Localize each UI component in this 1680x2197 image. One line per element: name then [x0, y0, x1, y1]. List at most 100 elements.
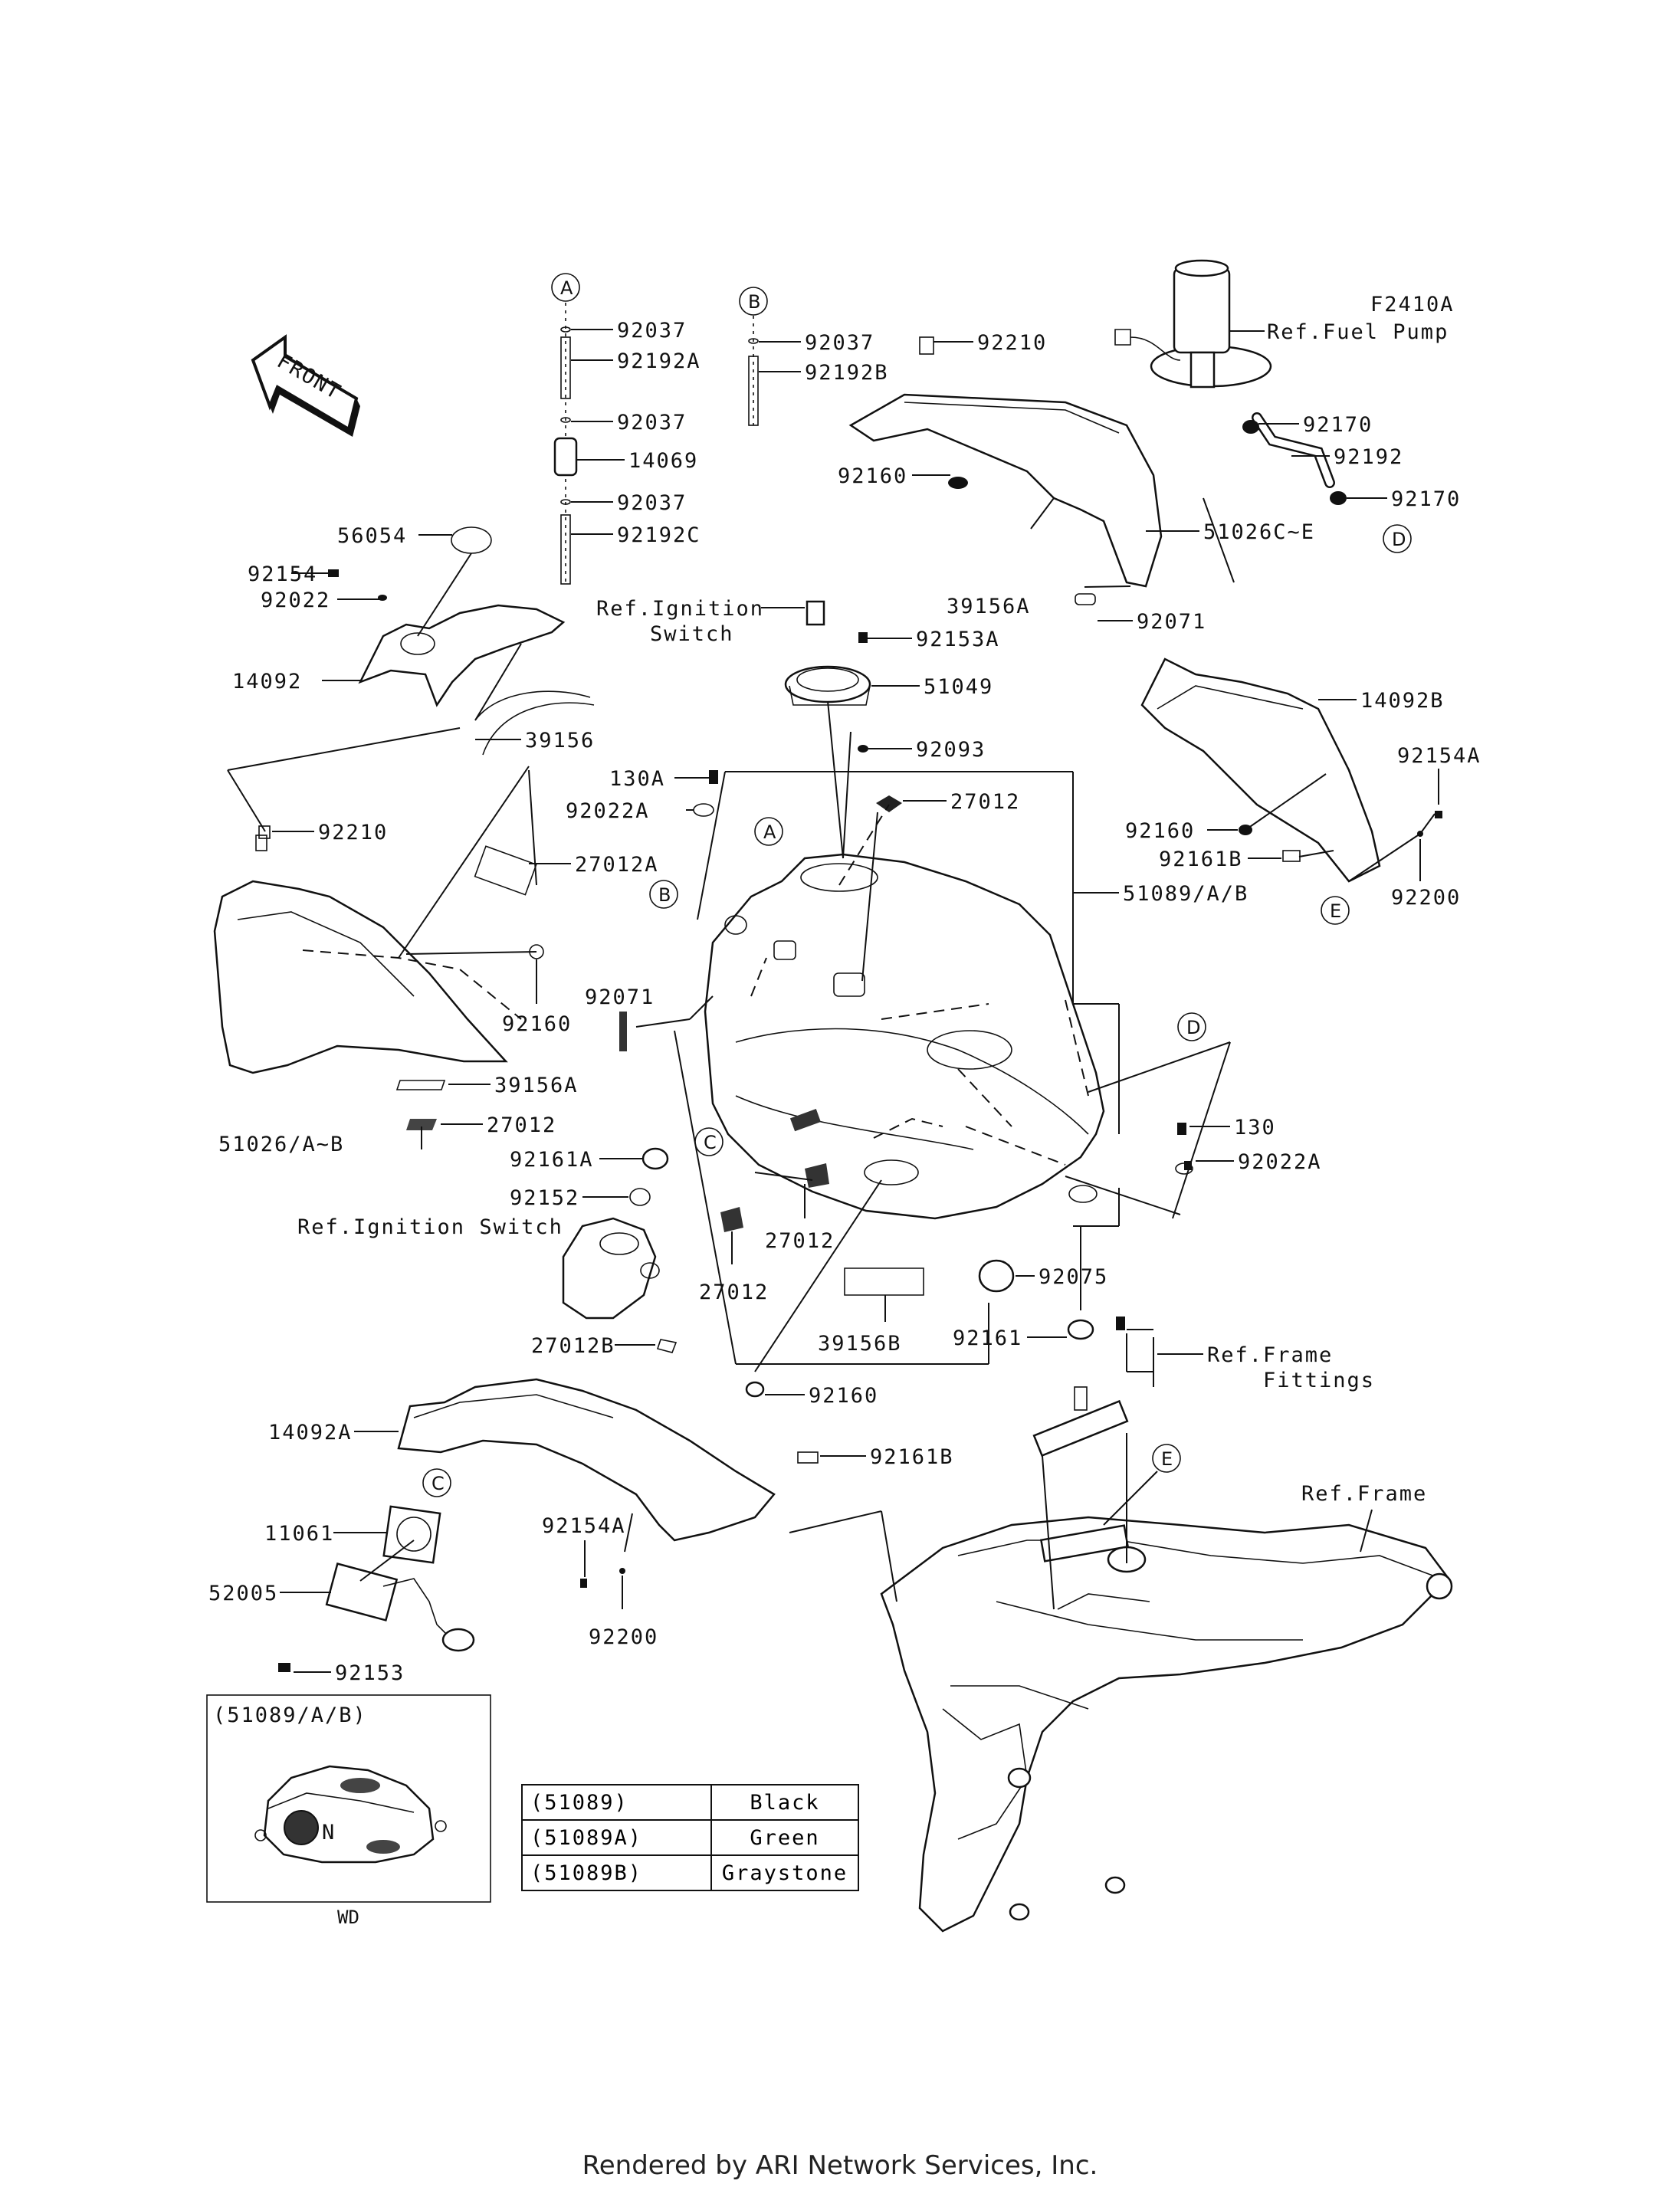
front-arrow-icon: FRONT [251, 334, 360, 437]
label-92160: 92160 [502, 1012, 572, 1036]
ref-ignition-switch-top-line1: Ref.Ignition [596, 597, 764, 621]
table-row: (51089B) Graystone [521, 1854, 859, 1891]
label-92210: 92210 [318, 821, 388, 844]
left-side-cover-51026ab [213, 835, 508, 1130]
ref-fuel-pump-code: F2410A [1370, 293, 1455, 316]
label-92075: 92075 [1039, 1265, 1108, 1289]
marker-b-tank: B [658, 884, 671, 906]
lower-side-cover-14092a [397, 1339, 819, 1588]
label-92152: 92152 [510, 1186, 579, 1210]
label-92154a: 92154A [542, 1514, 626, 1538]
fuel-cap-51049 [784, 600, 871, 753]
label-92071: 92071 [1137, 610, 1206, 634]
marker-e-cover: E [1330, 900, 1341, 922]
marker-a-top: A [560, 277, 573, 299]
hose-assembly-b: B [739, 287, 768, 426]
hose-assembly-a: A [551, 273, 580, 585]
label-92170: 92170 [1391, 487, 1461, 511]
label-27012: 27012 [699, 1280, 769, 1304]
label-92192: 92192 [1334, 445, 1403, 469]
circle-markers: A B C D D E E [649, 524, 1412, 1473]
label-92037: 92037 [617, 319, 687, 343]
table-cell-code: (51089A) [521, 1819, 712, 1856]
fuel-tank-51089 [529, 795, 1193, 1398]
svg-text:N: N [322, 1821, 336, 1844]
marker-e-frame: E [1161, 1448, 1173, 1470]
label-51089-a-b: 51089/A/B [1123, 882, 1249, 906]
label-51026-a-b: 51026/A~B [218, 1133, 344, 1156]
upper-cover-51026ce [848, 336, 1163, 588]
label-92210: 92210 [977, 331, 1047, 355]
label-92154a: 92154A [1397, 744, 1481, 768]
label-92192c: 92192C [617, 523, 701, 547]
ref-frame-fittings-line1: Ref.Frame [1207, 1343, 1333, 1367]
table-row: (51089A) Green [521, 1819, 859, 1856]
label-92170: 92170 [1303, 413, 1373, 437]
marker-a-tank: A [763, 821, 776, 843]
footer-credit: Rendered by ARI Network Services, Inc. [582, 2150, 1098, 2181]
reference-labels: F2410A Ref.Fuel Pump Ref.Ignition Switch… [297, 293, 1455, 1553]
label-92160: 92160 [838, 464, 907, 488]
dashed-hidden-lines [302, 804, 1089, 1166]
marker-d-tank: D [1186, 1017, 1200, 1038]
marker-c-bottom: C [431, 1473, 445, 1494]
label-27012: 27012 [765, 1229, 835, 1253]
label-92192b: 92192B [805, 361, 889, 385]
label-92022a: 92022A [1238, 1150, 1322, 1174]
label-92037: 92037 [805, 331, 874, 355]
marker-b-top: B [748, 291, 760, 313]
table-cell-code: (51089B) [521, 1854, 712, 1891]
label-92037: 92037 [617, 491, 687, 515]
label-51026c-e: 51026C~E [1203, 520, 1315, 544]
label-27012: 27012 [950, 790, 1020, 814]
label-39156a: 39156A [947, 595, 1031, 618]
label-14069: 14069 [628, 449, 698, 473]
label-27012: 27012 [487, 1113, 556, 1137]
label-92154: 92154 [248, 562, 317, 586]
label-92022a: 92022A [566, 799, 650, 823]
ref-ignition-switch-side: Ref.Ignition Switch [297, 1215, 563, 1239]
label-130a: 130A [609, 767, 665, 791]
label-92093: 92093 [916, 738, 986, 762]
label-92161: 92161 [953, 1326, 1022, 1350]
label-39156: 39156 [525, 729, 595, 753]
inset-title: (51089/A/B) [213, 1703, 367, 1727]
label-14092a: 14092A [268, 1421, 353, 1444]
label-39156a: 39156A [494, 1074, 579, 1097]
label-27012a: 27012A [575, 853, 659, 877]
fuel-level-sender: C [278, 1468, 475, 1672]
label-92160: 92160 [809, 1384, 878, 1408]
table-cell-code: (51089) [521, 1784, 712, 1821]
inset-caption: WD [337, 1907, 359, 1928]
label-92161a: 92161A [510, 1148, 594, 1172]
ignition-switch-body [562, 1217, 660, 1320]
label-92037: 92037 [617, 411, 687, 434]
ref-fuel-pump: Ref.Fuel Pump [1267, 320, 1449, 344]
ref-ignition-switch-top-line2: Switch [650, 622, 734, 646]
label-92153: 92153 [335, 1661, 405, 1685]
label-52005: 52005 [208, 1582, 278, 1605]
label-92200: 92200 [589, 1625, 658, 1649]
ref-frame: Ref.Frame [1301, 1482, 1427, 1506]
label-92200: 92200 [1391, 886, 1461, 910]
label-130: 130 [1234, 1116, 1276, 1139]
ref-frame-fittings-line2: Fittings [1263, 1369, 1375, 1392]
table-row: (51089) Black [521, 1784, 859, 1821]
label-92161b: 92161B [1159, 848, 1243, 871]
right-side-cover-14092b [1140, 657, 1442, 883]
label-11061: 11061 [264, 1522, 334, 1546]
table-cell-color: Black [710, 1784, 859, 1821]
label-51049: 51049 [924, 675, 993, 699]
part-callouts: 92037 92192A 92037 14069 92037 92192C 92… [208, 319, 1481, 1685]
label-14092: 14092 [232, 670, 302, 694]
label-56054: 56054 [337, 524, 407, 548]
label-27012b: 27012B [531, 1334, 615, 1358]
fuel-pump-assembly [1114, 259, 1347, 505]
inset-tank-variant: (51089/A/B) N WD [206, 1694, 491, 1928]
frame-fittings [1032, 1317, 1129, 1458]
label-92153a: 92153A [916, 628, 1000, 651]
label-92160: 92160 [1125, 819, 1195, 843]
color-variant-table: (51089) Black (51089A) Green (51089B) Gr… [521, 1784, 859, 1891]
